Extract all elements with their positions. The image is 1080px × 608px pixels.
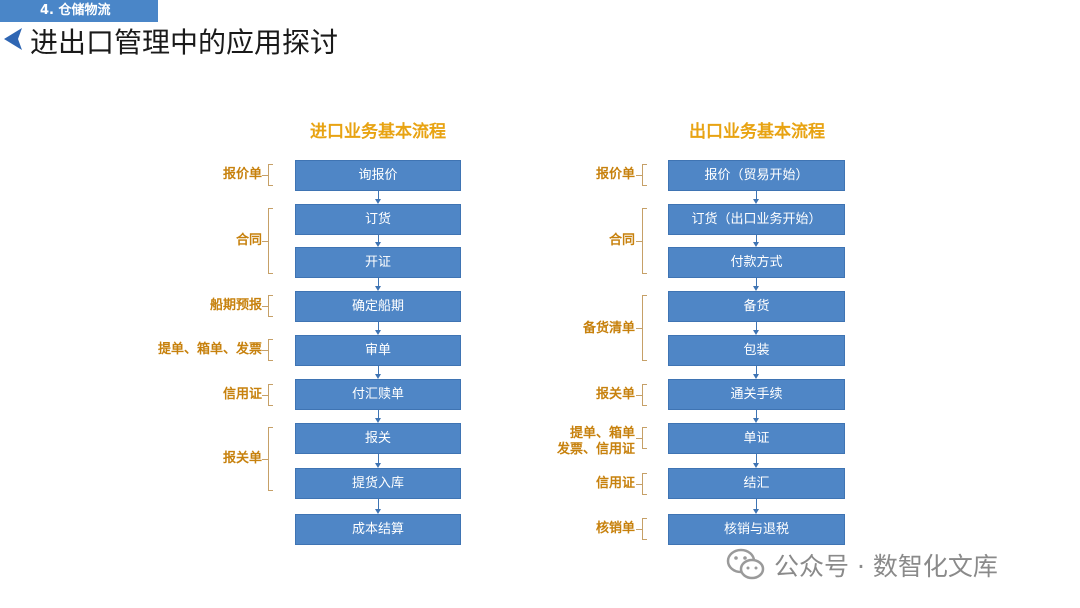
export-doc-label: 报价单 bbox=[595, 167, 635, 182]
flow-arrow bbox=[753, 191, 759, 204]
flow-arrow bbox=[375, 191, 381, 204]
export-step-6: 通关手续 bbox=[668, 379, 845, 410]
import-doc-label: 信用证 bbox=[222, 387, 262, 402]
import-doc-label: 报关单 bbox=[222, 451, 262, 466]
bracket bbox=[636, 164, 648, 186]
bracket bbox=[636, 295, 648, 361]
import-step-7: 报关 bbox=[295, 423, 461, 454]
flow-arrow bbox=[375, 410, 381, 423]
import-doc-label: 报价单 bbox=[222, 167, 262, 182]
section-tag: 4. 仓储物流 bbox=[0, 0, 158, 22]
flow-arrow bbox=[375, 454, 381, 468]
export-step-2: 订货（出口业务开始） bbox=[668, 204, 845, 235]
flow-arrow bbox=[753, 235, 759, 247]
export-doc-label: 核销单 bbox=[595, 521, 635, 536]
bracket bbox=[262, 164, 274, 186]
wechat-icon bbox=[726, 548, 765, 580]
flow-arrow bbox=[753, 454, 759, 468]
export-step-7: 单证 bbox=[668, 423, 845, 454]
watermark: 公众号 · 数智化文库 bbox=[726, 545, 998, 585]
bracket bbox=[636, 208, 648, 274]
flow-arrow bbox=[753, 322, 759, 335]
bracket bbox=[262, 339, 274, 361]
export-doc-label: 备货清单 bbox=[582, 321, 635, 336]
chevron-left-icon bbox=[4, 28, 22, 50]
page-title: 进出口管理中的应用探讨 bbox=[30, 26, 339, 59]
flow-arrow bbox=[375, 322, 381, 335]
flow-arrow bbox=[375, 366, 381, 379]
flow-arrow bbox=[375, 235, 381, 247]
import-step-6: 付汇赎单 bbox=[295, 379, 461, 410]
export-doc-label: 发票、信用证 bbox=[556, 442, 635, 457]
export-step-9: 核销与退税 bbox=[668, 514, 845, 545]
bracket bbox=[636, 518, 648, 540]
export-step-4: 备货 bbox=[668, 291, 845, 322]
export-step-5: 包装 bbox=[668, 335, 845, 366]
import-step-3: 开证 bbox=[295, 247, 461, 278]
export-flow-title: 出口业务基本流程 bbox=[689, 122, 825, 142]
bracket bbox=[262, 208, 274, 274]
bracket bbox=[636, 473, 648, 495]
export-doc-label: 报关单 bbox=[595, 387, 635, 402]
import-doc-label: 提单、箱单、发票 bbox=[157, 342, 262, 357]
flow-arrow bbox=[753, 410, 759, 423]
bracket bbox=[262, 427, 274, 491]
import-step-8: 提货入库 bbox=[295, 468, 461, 499]
bracket bbox=[636, 427, 648, 449]
watermark-text: 公众号 · 数智化文库 bbox=[774, 552, 998, 581]
export-step-3: 付款方式 bbox=[668, 247, 845, 278]
import-step-5: 审单 bbox=[295, 335, 461, 366]
import-step-9: 成本结算 bbox=[295, 514, 461, 545]
export-step-8: 结汇 bbox=[668, 468, 845, 499]
bracket bbox=[636, 384, 648, 406]
flow-arrow bbox=[753, 366, 759, 379]
export-doc-label: 提单、箱单 bbox=[569, 426, 635, 441]
import-doc-label: 船期预报 bbox=[209, 298, 262, 313]
import-doc-label: 合同 bbox=[235, 233, 262, 248]
export-step-1: 报价（贸易开始） bbox=[668, 160, 845, 191]
import-step-2: 订货 bbox=[295, 204, 461, 235]
flow-arrow bbox=[375, 499, 381, 514]
flow-arrow bbox=[375, 278, 381, 291]
bracket bbox=[262, 295, 274, 317]
export-doc-label: 信用证 bbox=[595, 476, 635, 491]
export-doc-label: 合同 bbox=[608, 233, 635, 248]
bracket bbox=[262, 384, 274, 406]
import-flow-title: 进口业务基本流程 bbox=[310, 122, 446, 142]
import-step-4: 确定船期 bbox=[295, 291, 461, 322]
import-step-1: 询报价 bbox=[295, 160, 461, 191]
flow-arrow bbox=[753, 278, 759, 291]
flow-arrow bbox=[753, 499, 759, 514]
